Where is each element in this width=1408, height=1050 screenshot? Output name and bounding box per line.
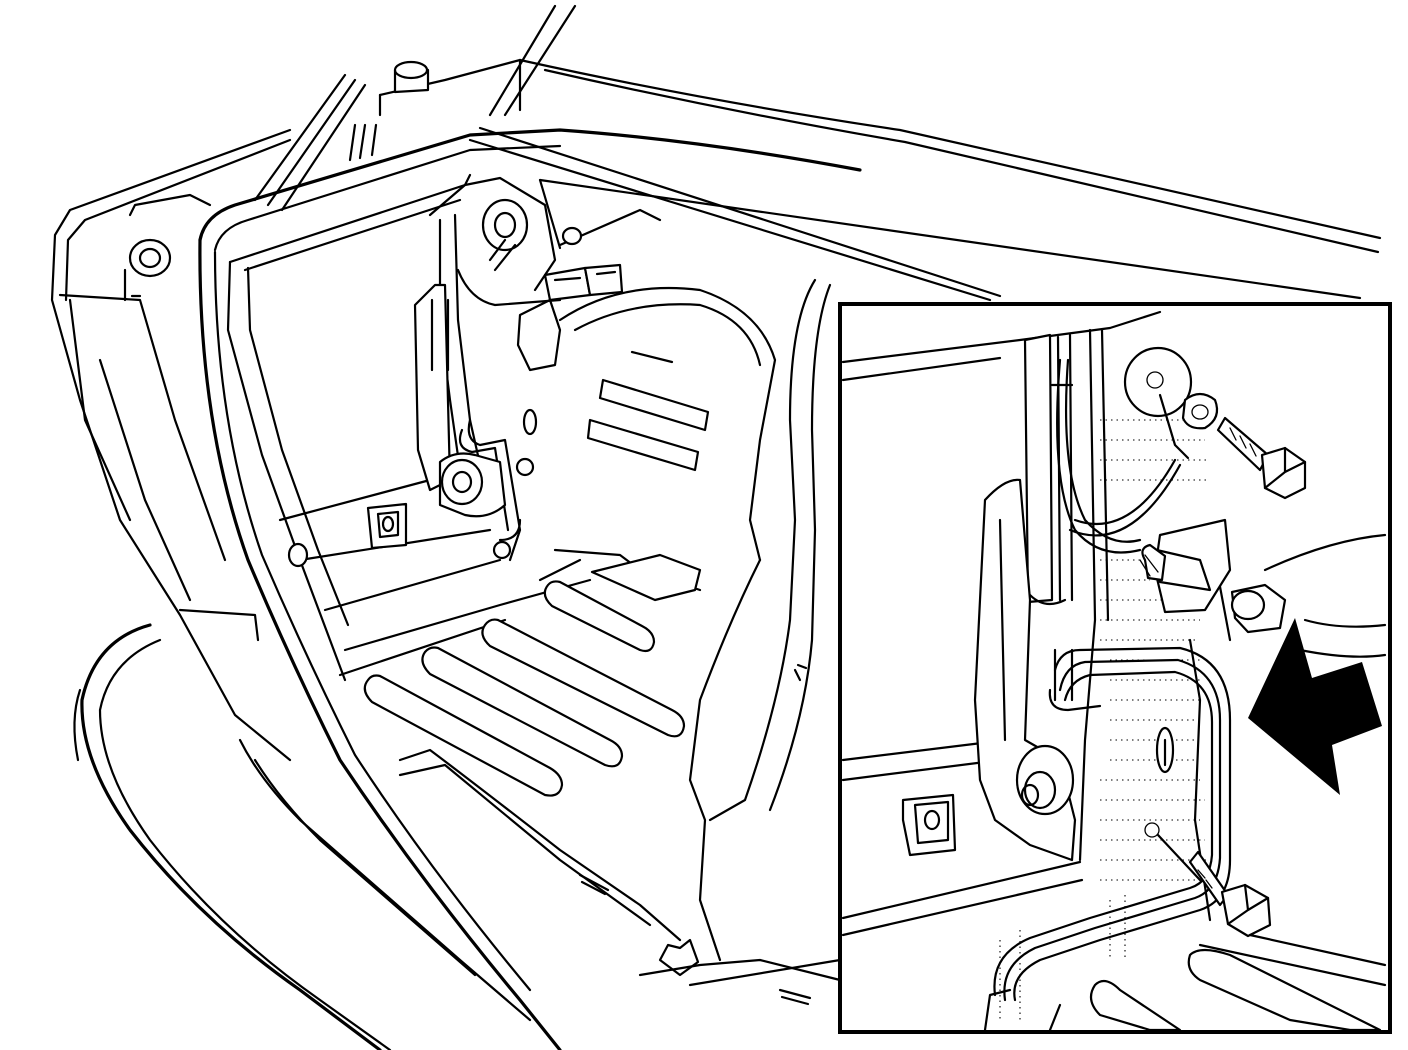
- hinge-assembly: [413, 176, 624, 562]
- inset-content: [841, 310, 1387, 1032]
- inset-detail: [838, 302, 1392, 1034]
- lower-bolt: [1144, 822, 1272, 938]
- pointer-arrow: [1248, 618, 1382, 795]
- main-view: [50, 4, 1382, 1050]
- trunk-floor: [338, 578, 842, 1006]
- rear-bumper: [73, 623, 532, 1050]
- ground-bolt: [1216, 416, 1307, 500]
- left-body-side: [50, 128, 292, 762]
- side-trim-panel: [538, 178, 832, 962]
- trunk-opening: [198, 128, 862, 1050]
- wiring-harness: [993, 358, 1232, 1002]
- trunk-lid: [253, 4, 1382, 302]
- connector: [1139, 518, 1287, 634]
